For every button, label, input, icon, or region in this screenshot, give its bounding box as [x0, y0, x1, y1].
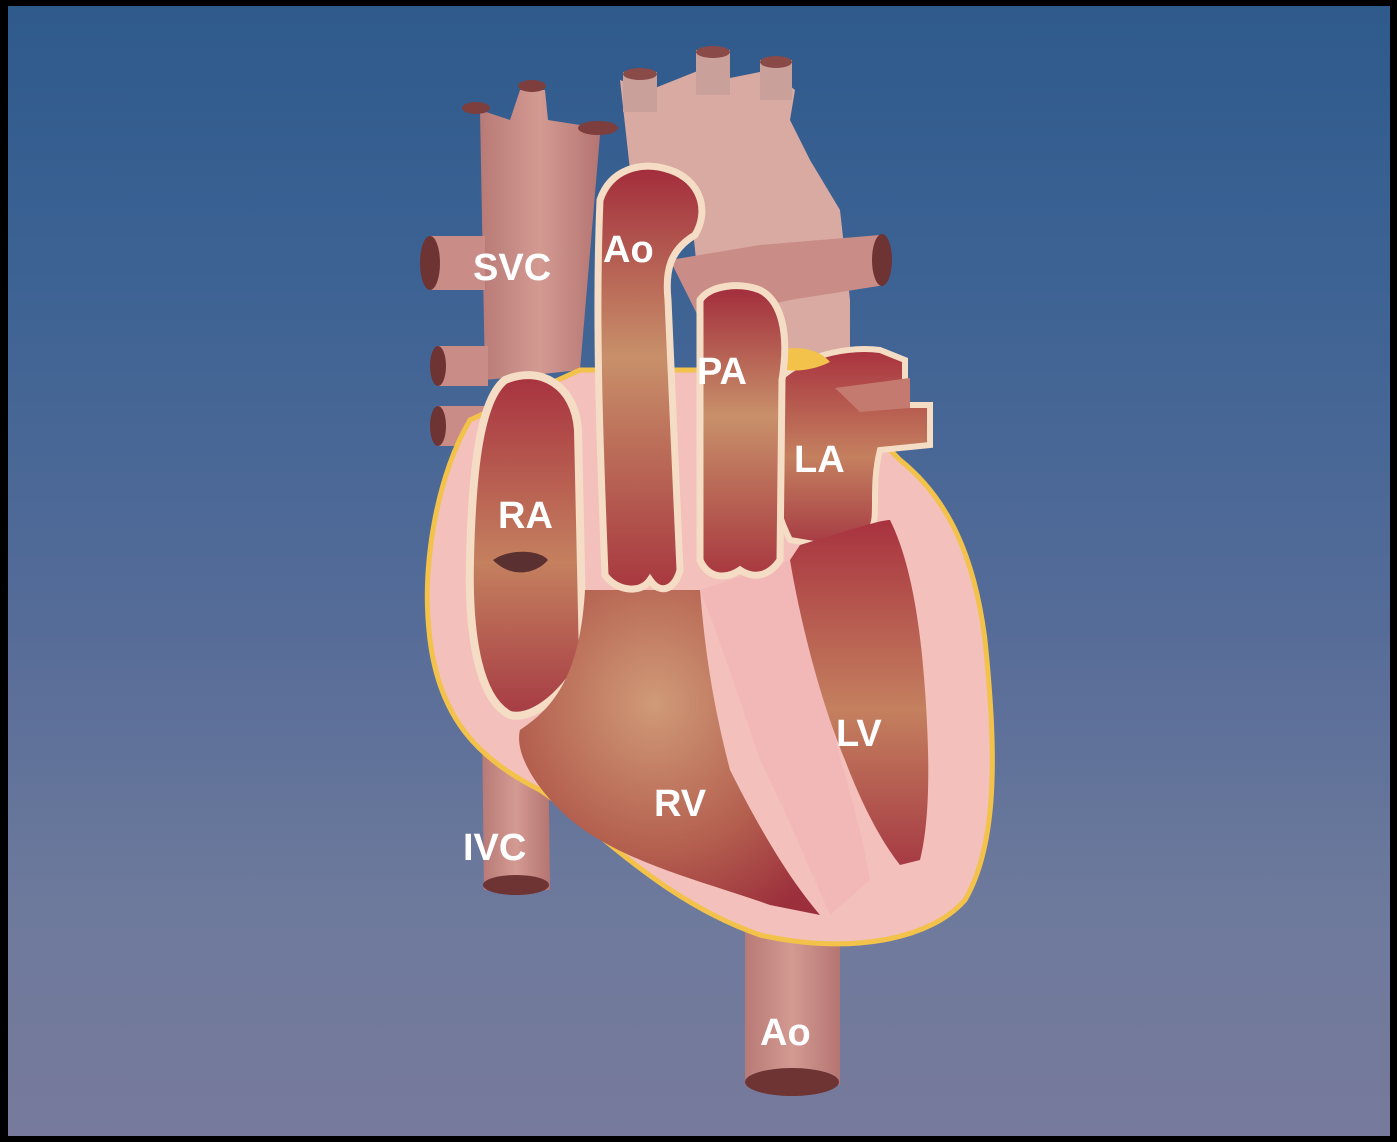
label-pa: PA — [697, 351, 747, 393]
label-svc: SVC — [473, 247, 551, 289]
label-rv: RV — [654, 783, 707, 825]
pulmonary-artery — [700, 286, 785, 576]
right-atrium — [470, 375, 583, 716]
label-ao-lower: Ao — [760, 1012, 811, 1054]
label-ao-upper: Ao — [603, 229, 654, 271]
superior-vena-cava — [480, 90, 600, 380]
label-la: LA — [794, 439, 845, 481]
label-ra: RA — [498, 495, 553, 537]
label-lv: LV — [836, 713, 882, 755]
label-ivc: IVC — [463, 827, 526, 869]
